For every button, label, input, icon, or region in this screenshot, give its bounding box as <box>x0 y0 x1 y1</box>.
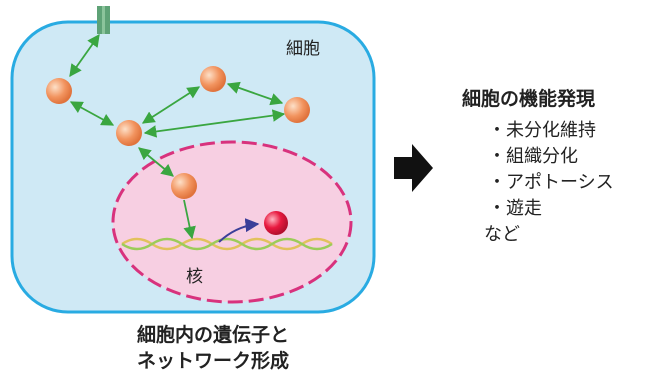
network-arrow <box>69 101 115 126</box>
nucleus <box>111 140 353 304</box>
signal-molecule <box>116 120 142 146</box>
network-arrow <box>183 199 196 240</box>
network-arrow <box>226 81 284 106</box>
function-other: など <box>484 224 520 245</box>
function-item: ・未分化維持 <box>488 120 596 141</box>
function-item: ・アポトーシス <box>488 172 614 193</box>
signal-molecule <box>284 97 310 123</box>
function-item: ・組織分化 <box>488 146 578 167</box>
network-arrow <box>69 33 100 78</box>
signal-molecule <box>46 78 72 104</box>
caption-line-1: 細胞内の遺伝子と <box>136 324 289 346</box>
result-arrow <box>394 144 433 192</box>
gene-product <box>264 211 288 235</box>
functions-title: 細胞の機能発現 <box>462 88 596 110</box>
signal-molecule <box>200 66 226 92</box>
transcription-arrow <box>218 218 260 243</box>
signal-molecule <box>171 173 197 199</box>
network-arrow <box>143 109 286 138</box>
caption-line-2: ネットワーク形成 <box>136 350 289 372</box>
dna-strand-2 <box>121 237 333 251</box>
nucleus-label: 核 <box>186 267 203 287</box>
cell-label: 細胞 <box>286 39 320 59</box>
network-arrow <box>138 147 174 177</box>
function-item: ・遊走 <box>488 198 542 219</box>
dna-strand <box>121 237 333 251</box>
